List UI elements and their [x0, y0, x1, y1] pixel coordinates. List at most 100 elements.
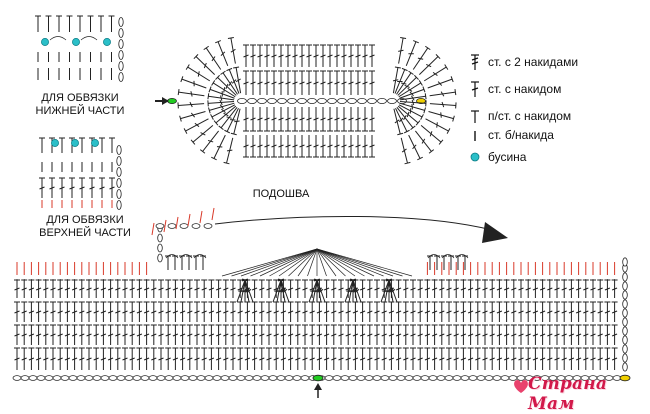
sole-stitch	[362, 71, 368, 95]
sample-stitch	[98, 16, 104, 32]
sole-stitch	[429, 111, 455, 121]
sample-stitch	[46, 16, 52, 32]
body-stitch	[165, 280, 171, 298]
sole-stitch	[430, 102, 456, 108]
base-chain	[301, 376, 309, 381]
body-stitch	[482, 302, 488, 322]
legend-text-dc2: ст. с 2 накидами	[488, 55, 578, 69]
legend-text-hdc: п/ст. с накидом	[488, 109, 571, 123]
sole-stitch	[243, 135, 249, 157]
sole-stitch	[306, 45, 312, 67]
body-stitch	[453, 325, 459, 345]
body-stitch	[360, 348, 366, 370]
body-stitch	[453, 348, 459, 370]
body-stitch	[273, 348, 279, 370]
body-stitch	[158, 280, 164, 298]
body-stitch	[43, 280, 49, 298]
sole-stitch	[419, 54, 440, 74]
body-stitch	[583, 348, 589, 370]
body-stitch	[259, 325, 265, 345]
sole-stitch	[362, 45, 368, 67]
sole-stitch	[292, 135, 298, 157]
sample-stitch	[49, 178, 55, 198]
body-stitch	[122, 325, 128, 345]
body-stitch	[280, 302, 286, 322]
body-stitch	[295, 280, 301, 298]
body-stitch	[50, 302, 56, 322]
top-chain-arc	[158, 244, 163, 252]
turning-chain	[623, 258, 628, 266]
sole-stitch	[369, 135, 375, 157]
body-stitch	[144, 348, 150, 370]
top-chain-arc	[158, 234, 163, 242]
body-stitch	[475, 325, 481, 345]
base-chain	[357, 376, 365, 381]
base-chain	[445, 376, 453, 381]
body-stitch	[518, 325, 524, 345]
body-stitch	[374, 325, 380, 345]
sample-turning-chain	[117, 146, 121, 155]
body-stitch	[100, 348, 106, 370]
body-stitch	[612, 348, 618, 370]
body-stitch	[216, 280, 222, 298]
body-stitch	[136, 325, 142, 345]
body-stitch	[108, 302, 114, 322]
sole-stitch	[250, 45, 256, 67]
turning-chain	[623, 300, 628, 308]
body-stitch	[57, 302, 63, 322]
body-stitch	[302, 280, 308, 298]
base-chain	[77, 376, 85, 381]
sole-stitch	[285, 71, 291, 95]
body-stitch	[338, 325, 344, 345]
body-stitch	[374, 280, 380, 298]
body-stitch	[576, 325, 582, 345]
body-stitch	[352, 302, 358, 322]
base-chain	[493, 376, 501, 381]
body-stitch	[489, 302, 495, 322]
sample-turning-chain	[119, 29, 123, 38]
body-stitch	[295, 348, 301, 370]
base-chain	[269, 376, 277, 381]
body-stitch	[612, 280, 618, 298]
turning-chain	[623, 345, 628, 353]
sole-stitch	[409, 135, 423, 160]
body-stitch	[230, 348, 236, 370]
bead-marker	[41, 38, 48, 45]
body-stitch	[208, 325, 214, 345]
body-stitch	[547, 280, 553, 298]
base-chain	[373, 376, 381, 381]
sample-stitch	[39, 178, 45, 198]
body-stitch	[100, 325, 106, 345]
sole-stitch	[250, 107, 256, 131]
body-stitch	[324, 302, 330, 322]
sole-stitch	[341, 45, 347, 67]
body-stitch	[360, 325, 366, 345]
body-stitch	[554, 325, 560, 345]
sole-stitch	[426, 119, 450, 134]
body-stitch	[208, 348, 214, 370]
body-stitch	[367, 348, 373, 370]
body-stitch	[525, 348, 531, 370]
turning-chain	[623, 273, 628, 281]
body-stitch	[64, 280, 70, 298]
body-stitch	[381, 348, 387, 370]
base-chain	[469, 376, 477, 381]
sole-stitch	[401, 138, 410, 164]
body-stitch	[28, 348, 34, 370]
body-stitch	[295, 302, 301, 322]
sole-foundation-chain	[348, 98, 357, 103]
edge-stitch	[186, 256, 192, 270]
arrow-right-icon	[162, 97, 169, 105]
body-stitch	[86, 325, 92, 345]
body-stitch	[439, 348, 445, 370]
body-stitch	[129, 325, 135, 345]
body-stitch	[72, 302, 78, 322]
sole-stitch	[327, 135, 333, 157]
curved-arrow-line	[215, 216, 492, 230]
sample-stitch	[109, 16, 115, 32]
body-stitch	[439, 280, 445, 298]
body-stitch	[288, 302, 294, 322]
body-stitch	[482, 280, 488, 298]
body-stitch	[172, 302, 178, 322]
sole-stitch	[306, 107, 312, 131]
